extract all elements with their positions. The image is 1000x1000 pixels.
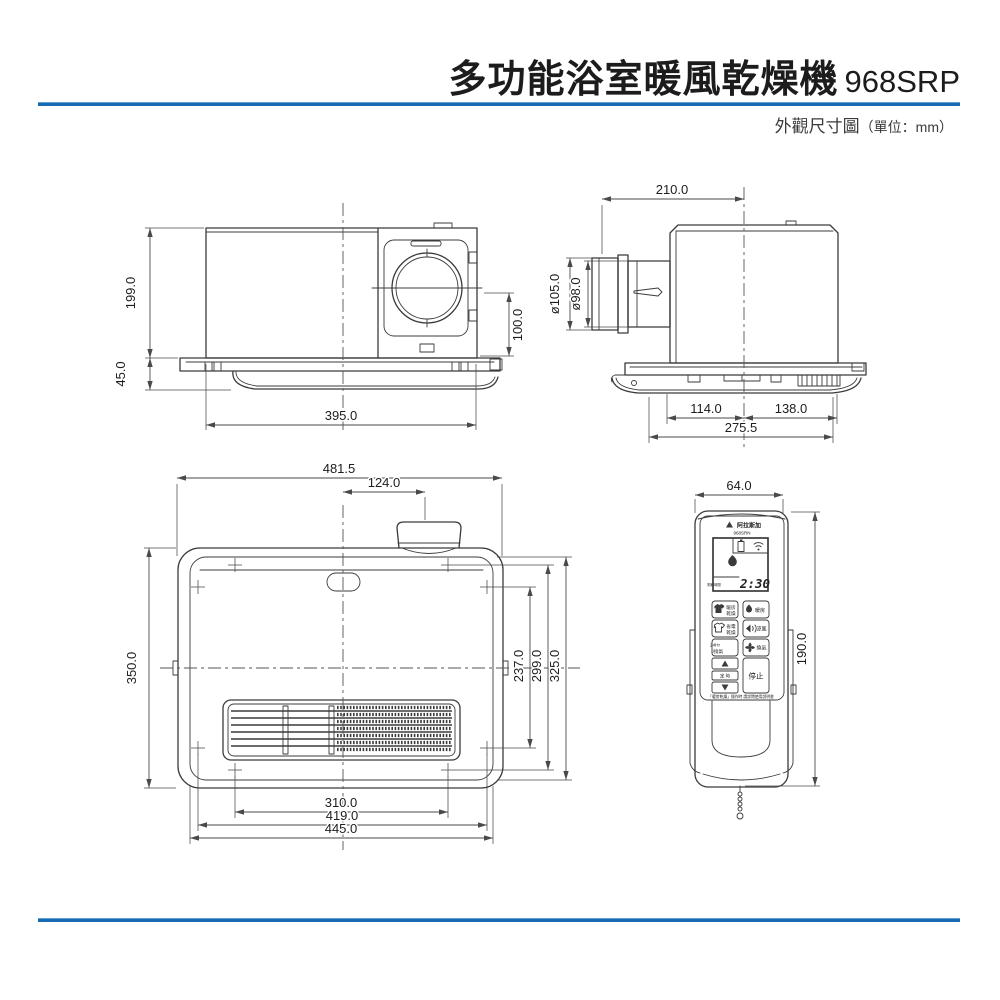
dim-label-screw-width: 310.0 <box>325 795 358 810</box>
up-arrow-icon <box>721 660 729 667</box>
remote-branding: 阿拉斯加 968SRN <box>726 521 761 536</box>
bottom-view-dimensions: 481.5 124.0 350.0 237.0 299.0 325. <box>123 460 572 844</box>
lcd-remaining-label: 剩餘時間 <box>707 582 721 587</box>
ventilation-button[interactable]: 換氣 <box>742 638 770 657</box>
dim-label-screw-depth-2: 299.0 <box>529 650 544 683</box>
dim-label-panel-width: 445.0 <box>325 821 358 836</box>
svg-text:涼風: 涼風 <box>756 626 766 633</box>
subtitle-unit: （單位：mm） <box>859 119 953 135</box>
eco-dry-button[interactable]: 省電 乾燥 <box>711 619 739 638</box>
dim-label-overall-width: 481.5 <box>323 461 356 476</box>
battery-icon <box>737 539 745 552</box>
remote-model: 968SRN <box>733 531 750 536</box>
page-title: 多功能浴室暖風乾燥機 <box>448 59 839 101</box>
dim-label-side-height: 199.0 <box>123 277 138 310</box>
svg-text:停止: 停止 <box>749 671 764 681</box>
dim-label-remote-height: 190.0 <box>794 633 809 666</box>
subtitle: 外觀尺寸圖（單位：mm） <box>775 112 953 137</box>
wifi-icon <box>753 542 764 551</box>
model-number: 968SRP <box>844 64 960 99</box>
svg-text:暖房: 暖房 <box>726 604 736 611</box>
side-view-dimensions: 199.0 45.0 100.0 395.0 <box>112 227 527 430</box>
svg-text:換氣: 換氣 <box>756 645 766 652</box>
dim-label-mid-width: 419.0 <box>326 808 359 823</box>
wind-icon <box>746 624 757 633</box>
shirt-icon <box>714 604 725 613</box>
dim-label-duct-center-height: 100.0 <box>510 309 525 342</box>
bottom-view-drawing: 481.5 124.0 350.0 237.0 299.0 325. <box>123 460 580 850</box>
screw-marks <box>191 558 494 777</box>
remote-buttons: 暖房 乾燥 暖房 省電 乾燥 <box>710 600 770 694</box>
svg-text:/換氣: /換氣 <box>713 648 724 655</box>
side-view-mounting-plate <box>179 357 503 390</box>
brand-name: 阿拉斯加 <box>737 522 761 530</box>
fan-icon <box>745 642 755 653</box>
wall-bracket <box>686 629 797 774</box>
dim-label-screw-depth-1: 237.0 <box>511 650 526 683</box>
dim-label-side-flange: 45.0 <box>113 361 128 386</box>
vent-24h-button[interactable]: 24Hr /換氣 <box>710 638 739 657</box>
dim-label-duct-total-span: 275.5 <box>725 420 758 435</box>
air-grille <box>222 699 461 761</box>
down-arrow-icon <box>721 684 729 691</box>
cool-breeze-button[interactable]: 涼風 <box>742 619 770 638</box>
svg-text:乾燥: 乾燥 <box>726 629 736 636</box>
stop-button[interactable]: 停止 <box>742 657 770 694</box>
dim-label-remote-width: 64.0 <box>726 478 751 493</box>
dim-label-duct-top-width: 210.0 <box>656 182 689 197</box>
subtitle-text: 外觀尺寸圖 <box>774 117 860 136</box>
dim-label-duct-left-span: 114.0 <box>690 401 722 416</box>
lcd-display: 剩餘時間 2:30 <box>707 537 770 592</box>
svg-text:省電: 省電 <box>726 623 736 630</box>
duct-view-drawing: 210.0 ø105.0 ø98.0 114.0 138.0 275.5 <box>546 181 867 448</box>
top-divider <box>38 102 960 106</box>
remote-body <box>694 510 789 788</box>
dim-label-duct-offset: 124.0 <box>368 475 401 490</box>
side-view-body <box>205 222 483 359</box>
flame-icon <box>746 604 752 613</box>
duct-view-dimensions: 210.0 ø105.0 ø98.0 114.0 138.0 275.5 <box>546 181 838 443</box>
brand-logo-icon <box>726 521 733 528</box>
svg-text:暖房: 暖房 <box>755 607 765 614</box>
svg-text:乾燥: 乾燥 <box>726 610 736 617</box>
svg-text:定 時: 定 時 <box>720 673 731 680</box>
flame-indicator-icon <box>728 555 737 567</box>
heat-dry-button[interactable]: 暖房 乾燥 <box>711 600 739 619</box>
svg-text:24Hr: 24Hr <box>710 643 720 648</box>
duct-view-body <box>669 220 839 364</box>
bottom-view-duct-stub <box>396 521 462 554</box>
shirt-outline-icon <box>713 622 725 633</box>
duct-view-flange <box>610 362 867 394</box>
lcd-time-display: 2:30 <box>739 576 770 591</box>
remote-control-drawing: 阿拉斯加 968SRN 剩餘時間 2:30 <box>686 477 820 820</box>
pull-chain[interactable] <box>736 785 744 820</box>
dim-label-duct-outer-dia: ø105.0 <box>547 274 562 314</box>
timer-up-button[interactable] <box>711 657 739 670</box>
bottom-divider <box>38 918 960 922</box>
timer-label-strip: 定 時 <box>711 670 739 681</box>
dim-label-side-width: 395.0 <box>325 408 358 423</box>
dim-label-duct-inner-dia: ø98.0 <box>568 277 583 310</box>
dim-label-panel-depth: 325.0 <box>547 650 562 683</box>
side-view-drawing: 199.0 45.0 100.0 395.0 <box>112 203 527 430</box>
heat-button[interactable]: 暖房 <box>742 600 770 619</box>
duct-pipe <box>591 254 671 334</box>
remote-fine-print: 「暖房乾燥」操作時 請詳閱使用說明書 <box>708 694 774 699</box>
remote-dimensions: 64.0 190.0 <box>694 477 820 787</box>
dim-label-duct-right-span: 138.0 <box>775 401 808 416</box>
timer-down-button[interactable] <box>711 681 739 694</box>
dim-label-overall-depth: 350.0 <box>124 652 139 685</box>
